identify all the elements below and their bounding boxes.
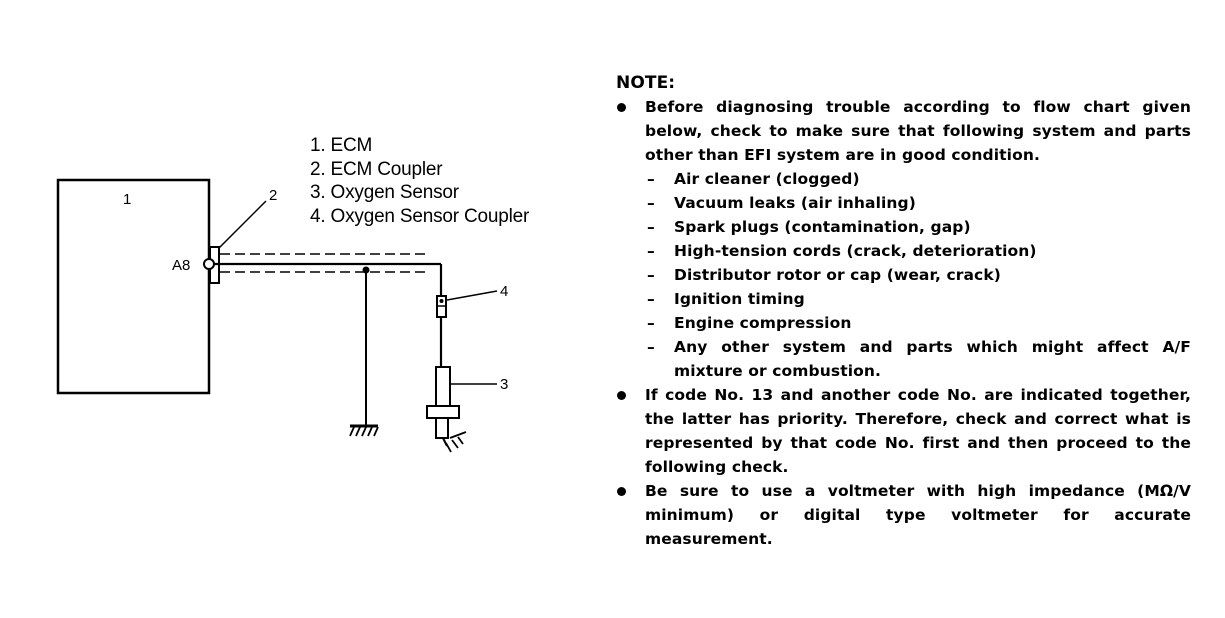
- note-bullet-voltmeter: Be sure to use a voltmeter with high imp…: [616, 479, 1191, 551]
- legend-item-oxygen-sensor-coupler: 4. Oxygen Sensor Coupler: [310, 205, 530, 227]
- sub-item-other-systems: Any other system and parts which might a…: [645, 335, 1191, 383]
- oxygen-sensor-icon: [426, 366, 467, 453]
- note-bullet-text: Before diagnosing trouble according to f…: [645, 98, 1191, 164]
- sub-item-engine-compression: Engine compression: [645, 311, 1191, 335]
- sub-item-vacuum-leaks: Vacuum leaks (air inhaling): [645, 191, 1191, 215]
- legend-item-ecm: 1. ECM: [310, 135, 373, 156]
- note-title: NOTE:: [616, 73, 676, 93]
- oxygen-sensor-coupler: [436, 295, 447, 318]
- terminal-a8-pin: [203, 258, 215, 270]
- coupler-number: 2: [269, 187, 277, 204]
- sub-item-ignition-timing: Ignition timing: [645, 287, 1191, 311]
- wiring-diagram: 1 A8 2 4 3: [56, 178, 508, 453]
- precheck-sub-list: Air cleaner (clogged) Vacuum leaks (air …: [645, 167, 1191, 383]
- ecm-number: 1: [123, 191, 131, 208]
- ecm-box: [56, 178, 211, 395]
- legend-item-oxygen-sensor: 3. Oxygen Sensor: [310, 182, 459, 203]
- sub-item-spark-plugs: Spark plugs (contamination, gap): [645, 215, 1191, 239]
- sensor-number: 3: [500, 376, 508, 393]
- note-panel: NOTE: Before diagnosing trouble accordin…: [616, 71, 1191, 551]
- sub-item-high-tension-cords: High-tension cords (crack, deterioration…: [645, 239, 1191, 263]
- sub-item-distributor: Distributor rotor or cap (wear, crack): [645, 263, 1191, 287]
- sensor-coupler-leader-line: [446, 290, 498, 301]
- note-bullet-precheck: Before diagnosing trouble according to f…: [616, 95, 1191, 383]
- chassis-ground-icon: [349, 424, 379, 437]
- terminal-label: A8: [172, 257, 190, 274]
- coupler-leader-line: [218, 200, 267, 249]
- component-legend: 1. ECM 2. ECM Coupler 3. Oxygen Sensor 4…: [310, 134, 529, 228]
- note-bullet-code-priority: If code No. 13 and another code No. are …: [616, 383, 1191, 479]
- note-bullet-list: Before diagnosing trouble according to f…: [616, 95, 1191, 551]
- sensor-coupler-number: 4: [500, 283, 508, 300]
- sub-item-air-cleaner: Air cleaner (clogged): [645, 167, 1191, 191]
- legend-item-ecm-coupler: 2. ECM Coupler: [310, 158, 443, 180]
